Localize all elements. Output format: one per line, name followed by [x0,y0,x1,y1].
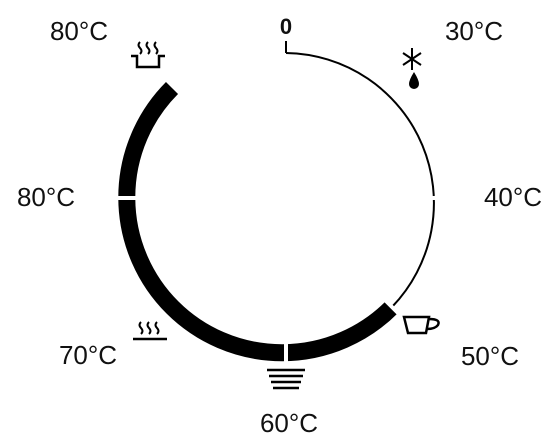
dial-band-thick [118,82,399,362]
label-50: 50°C [461,341,519,371]
band-sep-70 [167,285,187,305]
label-70: 70°C [59,340,117,370]
tick-30 [388,81,400,93]
dial-track-thin [285,52,435,308]
cup-icon [402,315,440,335]
label-40: 40°C [484,182,542,212]
band-sep-50 [382,297,403,318]
label-80-top: 80°C [50,16,108,46]
label-80-left: 80°C [17,182,75,212]
zero-label: 0 [280,14,292,39]
label-30: 30°C [445,16,503,46]
steam-icon [133,321,167,341]
label-60: 60°C [260,408,318,438]
snowflake-drop-icon [402,48,422,89]
heat-lines-icon [267,368,305,390]
steam-pot-icon [131,41,165,69]
